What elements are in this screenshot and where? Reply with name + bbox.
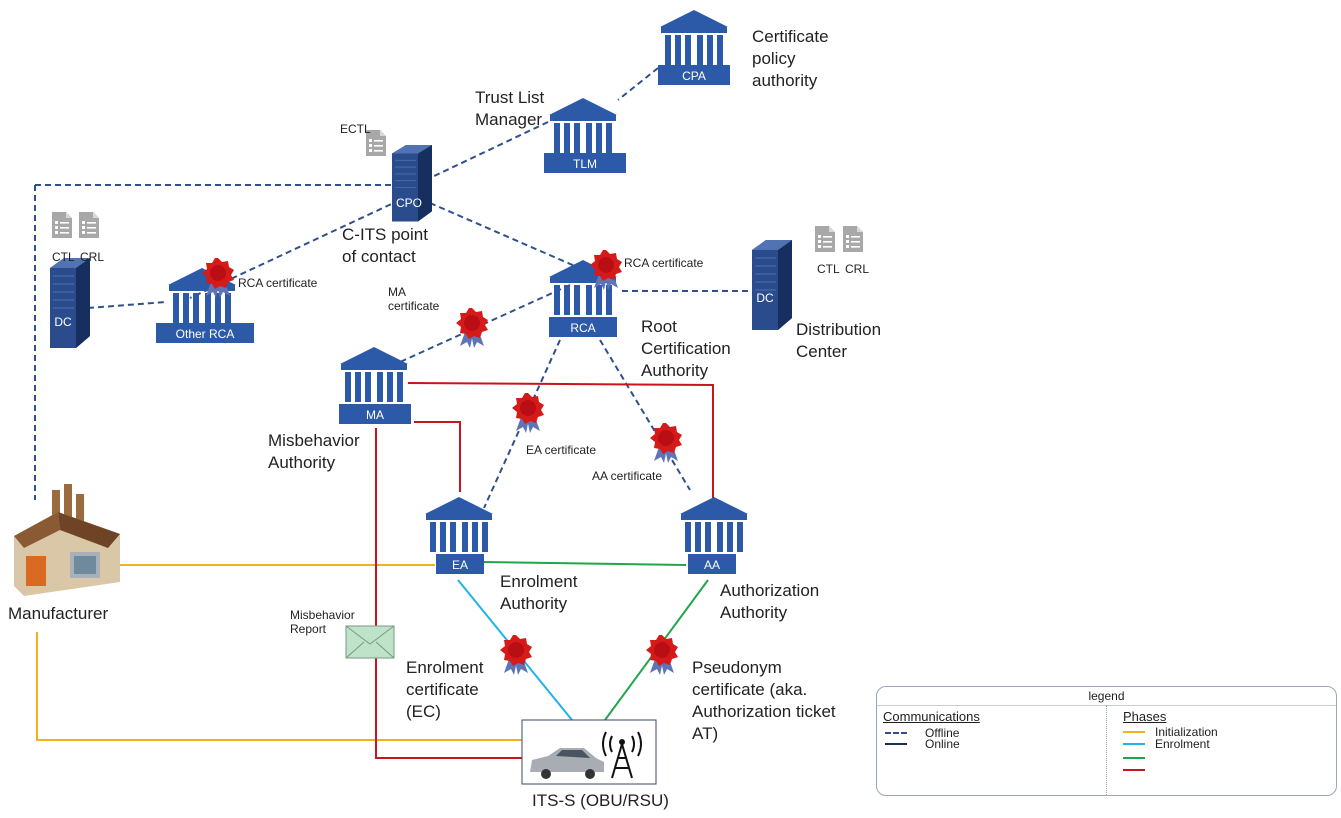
its-station-box[interactable]	[521, 719, 657, 785]
pseudonym-certificate-seal-icon	[646, 635, 678, 675]
legend-enrolment-label: Enrolment	[1155, 737, 1210, 751]
ectl-label: ECTL	[340, 122, 371, 136]
ctl-left-document-icon	[52, 212, 72, 238]
legend-misbehavior-line	[1123, 769, 1145, 771]
aa-name: Authorization Authority	[720, 581, 820, 622]
tlm-name: Trust List Manager	[475, 88, 545, 129]
other-rca-building-icon[interactable]: Other RCA	[156, 268, 254, 343]
ea-certificate-label: EA certificate	[526, 443, 597, 457]
enrolment-certificate-seal-icon	[500, 635, 532, 675]
rca-certificate-label: RCA certificate	[624, 256, 704, 270]
ctl-left-label: CTL	[52, 250, 75, 264]
ea-certificate-seal-icon	[512, 393, 544, 433]
aa-building-icon[interactable]: AA	[680, 497, 748, 574]
ma-label: MA	[366, 408, 384, 422]
its-name: ITS-S (OBU/RSU)	[532, 791, 669, 810]
rca-other-certificate-label: RCA certificate	[238, 276, 318, 290]
ma-name: Misbehavior Authority	[268, 431, 360, 472]
crl-left-label: CRL	[80, 250, 105, 264]
car-icon	[530, 748, 604, 779]
misbehavior-report-label: Misbehavior Report	[290, 608, 355, 636]
other-rca-label: Other RCA	[176, 327, 235, 341]
legend-authorization-line	[1123, 757, 1145, 759]
tlm-building-icon[interactable]: TLM	[544, 98, 626, 173]
ma-building-icon[interactable]: MA	[339, 347, 411, 424]
ma-certificate-seal-icon	[456, 308, 488, 348]
legend-initialization-label: Initialization	[1155, 725, 1218, 739]
cpo-label: CPO	[396, 196, 422, 210]
cpa-name: Certificate policy authority	[752, 27, 829, 90]
dc-left-label: DC	[54, 315, 72, 329]
dc-right-label: DC	[756, 291, 774, 305]
initialization-links	[36, 564, 522, 741]
legend-online-line	[885, 743, 907, 745]
cpa-label: CPA	[682, 69, 706, 83]
legend-phases-heading: Phases	[1123, 709, 1167, 724]
manufacturer-name: Manufacturer	[8, 604, 109, 623]
crl-left-document-icon	[79, 212, 99, 238]
pseudonym-certificate-label: Pseudonym certificate (aka. Authorizatio…	[692, 658, 836, 743]
envelope-icon	[345, 625, 395, 659]
misbehavior-links	[375, 382, 714, 759]
cpo-server-icon[interactable]: CPO	[391, 144, 433, 222]
rca-label: RCA	[570, 321, 595, 335]
legend-communications-heading: Communications	[883, 709, 980, 724]
dc-right-name: Distribution Center	[796, 320, 882, 361]
legend-initialization-line	[1123, 731, 1145, 733]
legend-offline-label: Offline	[925, 726, 960, 740]
aa-certificate-seal-icon	[650, 423, 682, 463]
enrolment-certificate-label: Enrolment certificate (EC)	[406, 658, 484, 721]
cpa-building-icon[interactable]: CPA	[658, 10, 730, 85]
ea-building-icon[interactable]: EA	[425, 497, 493, 574]
ea-label: EA	[452, 558, 468, 572]
dc-right-server-icon[interactable]: DC	[751, 239, 793, 331]
crl-right-label: CRL	[845, 262, 870, 276]
dc-left-server-icon[interactable]: DC	[49, 257, 91, 349]
legend-online-label: Online	[925, 737, 960, 751]
aa-certificate-label: AA certificate	[592, 469, 663, 483]
rca-building-icon[interactable]: RCA	[549, 260, 617, 337]
legend: legend Communications Offline Online Pha…	[876, 686, 1337, 796]
aa-label: AA	[704, 558, 720, 572]
legend-column-divider	[1106, 705, 1107, 795]
ctl-right-document-icon	[815, 226, 835, 252]
antenna-icon	[602, 731, 642, 779]
factory-icon[interactable]	[14, 484, 120, 596]
ma-certificate-label: MA certificate	[388, 285, 440, 313]
rca-name: Root Certification Authority	[641, 317, 731, 380]
ctl-right-label: CTL	[817, 262, 840, 276]
tlm-label: TLM	[573, 157, 597, 171]
legend-offline-line	[885, 732, 907, 734]
ea-name: Enrolment Authority	[500, 572, 578, 613]
cpo-name: C-ITS point of contact	[342, 225, 428, 266]
legend-enrolment-line	[1123, 743, 1145, 745]
legend-title: legend	[1088, 689, 1125, 703]
crl-right-document-icon	[843, 226, 863, 252]
